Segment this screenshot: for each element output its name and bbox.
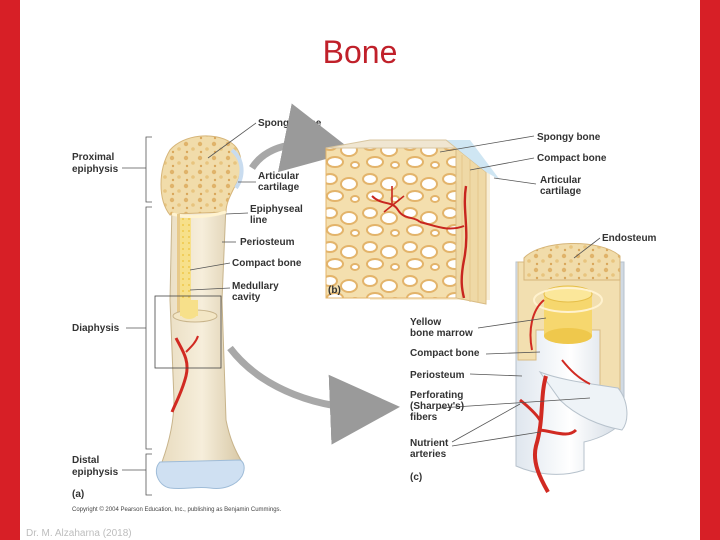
label-a-spongy-bone: Spongy bone	[258, 118, 322, 129]
label-a-periosteum: Periosteum	[240, 237, 295, 248]
label-yellow-bone-marrow: Yellow bone marrow	[410, 317, 473, 339]
slide-title: Bone	[322, 34, 398, 70]
label-a-compact-bone: Compact bone	[232, 258, 302, 269]
panel-label-b: (b)	[328, 285, 341, 296]
long-bone-figure	[122, 122, 257, 496]
label-c-compact-bone: Compact bone	[410, 348, 480, 359]
panel-label-c: (c)	[410, 472, 422, 483]
label-perforating-fibers: Perforating (Sharpey's) fibers	[410, 390, 467, 423]
label-nutrient-arteries: Nutrient arteries	[410, 438, 451, 460]
label-b-spongy-bone: Spongy bone	[537, 132, 601, 143]
label-b-compact-bone: Compact bone	[537, 153, 607, 164]
left-red-border	[0, 0, 20, 540]
spongy-bone-block	[325, 135, 537, 305]
label-b-articular-cartilage: Articular cartilage	[540, 175, 584, 197]
label-proximal-epiphysis: Proximal epiphysis	[72, 152, 119, 175]
arrow-to-c	[227, 345, 400, 445]
label-epiphyseal-line: Epiphyseal line	[250, 204, 306, 226]
label-diaphysis: Diaphysis	[72, 323, 120, 334]
label-endosteum: Endosteum	[602, 233, 657, 244]
copyright-text: Copyright © 2004 Pearson Education, Inc.…	[72, 506, 282, 513]
shaft-section-figure	[439, 237, 628, 493]
arrow-to-b	[249, 103, 354, 173]
label-distal-epiphysis: Distal epiphysis	[72, 455, 119, 478]
label-a-articular-cartilage: Articular cartilage	[258, 171, 302, 193]
panel-label-a: (a)	[72, 489, 84, 500]
label-c-periosteum: Periosteum	[410, 370, 465, 381]
label-medullary-cavity: Medullary cavity	[232, 281, 281, 303]
footer-author: Dr. M. Alzaharna (2018)	[26, 528, 132, 539]
right-red-border	[700, 0, 720, 540]
